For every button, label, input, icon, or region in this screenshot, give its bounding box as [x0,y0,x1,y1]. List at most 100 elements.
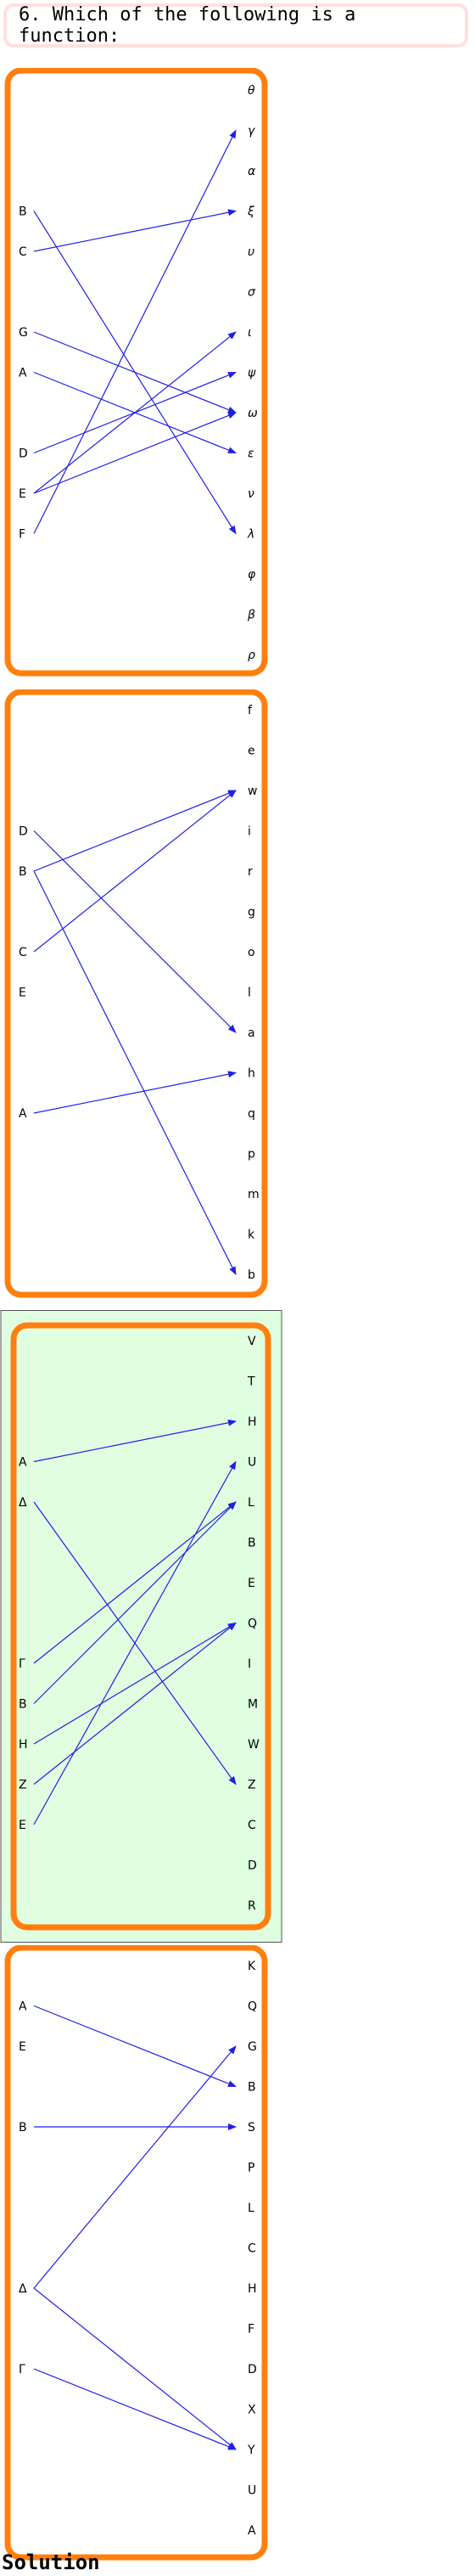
domain-label: E [19,1819,26,1832]
mapping-arrow [33,1460,237,1825]
codomain-label: L [248,1496,254,1510]
codomain-label: o [248,946,255,959]
domain-label: B [19,205,27,219]
codomain-label: σ [248,286,256,300]
mapping-arrow [33,331,237,494]
codomain-label: α [248,165,256,178]
codomain-label: γ [248,125,255,138]
mapping-arrow [33,1419,237,1463]
domain-label: A [19,1456,27,1470]
codomain-label: S [248,2121,255,2134]
mapping-arrow [33,1622,237,1785]
codomain-label: w [248,785,257,798]
codomain-label: h [248,1067,255,1081]
codomain-label: B [248,2081,256,2095]
codomain-label: C [248,2242,256,2256]
option-frame [10,1322,271,1931]
codomain-label: H [248,2282,257,2296]
codomain-label: Q [248,1617,257,1631]
codomain-label: G [248,2040,257,2054]
codomain-label: U [248,1456,256,1470]
mapping-arrow [33,1071,237,1114]
codomain-label: p [248,1148,255,1161]
solution-heading: Solution [2,2551,100,2574]
codomain-label: T [247,1375,255,1389]
domain-label: G [19,326,28,340]
domain-label: B [19,1698,27,1712]
codomain-label: P [248,2162,254,2175]
codomain-label: υ [248,245,254,259]
domain-label: Δ [19,2282,27,2296]
domain-label: A [19,1107,27,1121]
codomain-label: λ [247,528,254,542]
codomain-label: R [248,1899,256,1913]
codomain-label: g [248,906,255,920]
codomain-label: a [248,1026,255,1040]
option-frame [4,68,268,677]
domain-label: C [19,946,27,959]
highlight-background [0,1310,282,1943]
mapping-arrow [33,790,237,872]
option-frame [4,1945,268,2561]
codomain-label: l [248,987,251,1000]
mapping-arrow [33,209,237,252]
codomain-label: k [248,1229,255,1242]
domain-label: E [19,987,26,1000]
mapping-arrow [33,870,237,1275]
codomain-label: ψ [248,367,256,380]
codomain-label: r [248,865,253,879]
codomain-label: B [248,1537,256,1550]
codomain-label: i [248,825,251,839]
option-frame [4,689,268,1298]
codomain-label: ρ [248,649,255,662]
question-box: 6. Which of the following is a function: [3,3,468,48]
codomain-label: m [248,1188,260,1201]
mapping-arrow [33,830,237,1033]
codomain-label: Z [248,1779,256,1792]
codomain-label: M [248,1698,258,1712]
codomain-label: Y [247,2444,255,2457]
mapping-arrow [33,331,237,413]
domain-label: Z [19,1779,27,1792]
domain-label: B [19,2121,27,2134]
domain-label: D [19,447,28,461]
codomain-label: ι [248,326,252,340]
codomain-label: I [248,1657,251,1671]
mapping-arrow [33,1622,237,1745]
codomain-label: L [248,2202,254,2215]
mapping-arrow [33,790,237,953]
codomain-label: K [248,1960,256,1973]
mapping-arrow [33,2287,237,2450]
mapping-arrow [33,2368,237,2450]
codomain-label: W [248,1738,260,1752]
codomain-label: U [248,2484,256,2498]
domain-label: B [19,865,27,879]
domain-label: Γ [19,1657,25,1671]
codomain-label: e [248,745,255,758]
codomain-label: Q [248,2000,257,2014]
mapping-arrow [33,412,237,494]
domain-label: E [19,2040,26,2054]
domain-label: C [19,245,27,259]
codomain-label: ξ [247,205,254,219]
codomain-label: θ [248,84,255,98]
mapping-arrow [33,2005,237,2088]
codomain-label: D [248,1859,257,1873]
mapping-arrow [33,1501,237,1704]
codomain-label: f [248,704,253,717]
domain-label: D [19,825,28,839]
domain-label: A [19,367,27,380]
codomain-label: H [248,1415,257,1429]
domain-label: Δ [19,1496,27,1510]
domain-label: H [19,1738,28,1752]
codomain-label: ε [248,447,254,461]
mapping-arrow [33,129,237,534]
